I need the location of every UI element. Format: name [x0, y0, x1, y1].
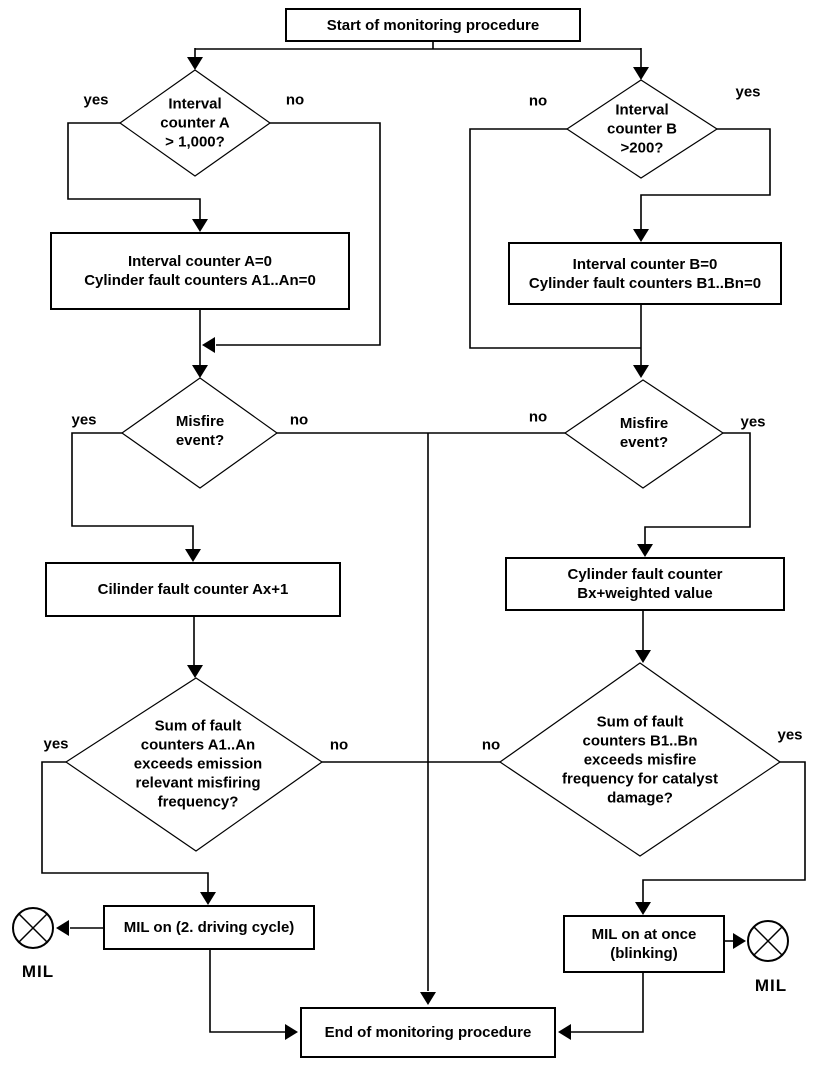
edge-label-interval-a-yes: yes: [83, 91, 109, 109]
connector-interval-a-no: [216, 122, 381, 346]
diamond-sum-b: [498, 662, 782, 857]
start-node: Start of monitoring procedure: [285, 8, 581, 42]
arrowhead: [192, 219, 208, 232]
arrowhead: [733, 933, 746, 949]
interval-a-decision-label: Interval counter A > 1,000?: [160, 95, 230, 151]
arrowhead: [420, 992, 436, 1005]
arrowhead: [185, 549, 201, 562]
mil-a-node: MIL on (2. driving cycle): [103, 905, 315, 950]
arrowhead: [635, 902, 651, 915]
edge-label-sum-b-no: no: [481, 736, 501, 754]
count-b-node: Cylinder fault counter Bx+weighted value: [505, 557, 785, 611]
mil-b-node: MIL on at once (blinking): [563, 915, 725, 973]
misfire-a-decision-label: Misfire event?: [175, 413, 225, 449]
connector-sum-a-yes: [41, 761, 209, 893]
diamond-interval-a: [118, 69, 272, 177]
arrowhead: [187, 57, 203, 70]
edge-label-interval-b-no: no: [528, 92, 548, 110]
arrowhead: [633, 365, 649, 378]
sum-a-decision-label: Sum of fault counters A1..An exceeds emi…: [133, 717, 263, 811]
edge-label-sum-a-no: no: [329, 736, 349, 754]
connector-interval-b-yes: [640, 128, 771, 230]
connector-interval-a-yes: [67, 122, 201, 220]
edge-label-misfire-b-no: no: [528, 408, 548, 426]
edge-label-misfire-a-yes: yes: [71, 411, 97, 429]
count-a-node: Cilinder fault counter Ax+1: [45, 562, 341, 617]
connector-interval-b-no: [469, 128, 641, 349]
mil-lamp-left-icon: [12, 907, 54, 949]
diamond-misfire-b: [563, 379, 725, 489]
connector-start-split: [194, 42, 642, 68]
connector-mil-a-to-end: [209, 950, 286, 1033]
diamond-sum-a: [64, 677, 324, 852]
mil-lamp-right-caption: MIL: [754, 976, 788, 995]
reset-a-node: Interval counter A=0 Cylinder fault coun…: [50, 232, 350, 310]
arrowhead: [187, 665, 203, 678]
arrowheads: [56, 57, 746, 1040]
misfire-b-decision-label: Misfire event?: [619, 415, 669, 451]
arrowhead: [56, 920, 69, 936]
diamond-interval-b: [565, 79, 719, 179]
edge-label-misfire-a-no: no: [289, 411, 309, 429]
connector-sum-b-yes: [642, 761, 806, 903]
arrowhead: [285, 1024, 298, 1040]
connector-mil-b-to-end: [570, 973, 644, 1033]
arrowhead: [635, 650, 651, 663]
arrowhead: [558, 1024, 571, 1040]
connector-misfire-b-yes: [644, 432, 751, 545]
edge-label-interval-b-yes: yes: [735, 83, 761, 101]
edge-label-misfire-b-yes: yes: [740, 413, 766, 431]
arrowhead: [200, 892, 216, 905]
interval-b-decision-label: Interval counter B >200?: [606, 101, 678, 157]
sum-b-decision-label: Sum of fault counters B1..Bn exceeds mis…: [562, 713, 718, 807]
arrowhead: [633, 67, 649, 80]
mil-lamp-right-icon: [747, 920, 789, 962]
reset-b-node: Interval counter B=0 Cylinder fault coun…: [508, 242, 782, 305]
edge-label-sum-b-yes: yes: [777, 726, 803, 744]
mil-lamp-left-caption: MIL: [21, 962, 55, 981]
arrowhead: [637, 544, 653, 557]
end-node: End of monitoring procedure: [300, 1007, 556, 1058]
arrowhead: [633, 229, 649, 242]
arrowhead: [202, 337, 215, 353]
edge-label-sum-a-yes: yes: [43, 735, 69, 753]
connector-misfire-a-yes: [71, 432, 194, 550]
diamond-misfire-a: [120, 377, 279, 489]
arrowhead: [192, 365, 208, 378]
edge-label-interval-a-no: no: [285, 91, 305, 109]
